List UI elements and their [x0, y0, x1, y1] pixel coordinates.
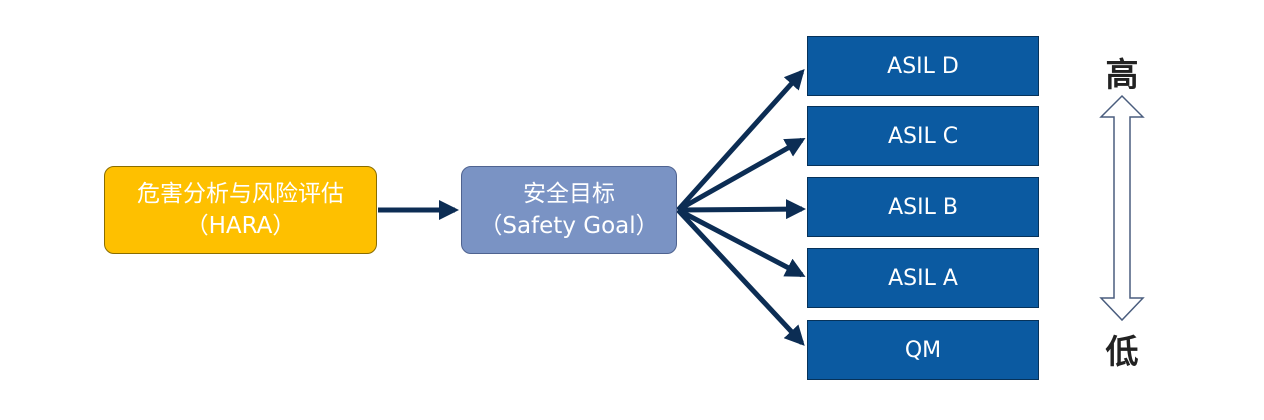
double-headed-vertical-arrow-icon	[1099, 94, 1145, 322]
level-box-asil-a: ASIL A	[807, 248, 1039, 308]
level-label: ASIL B	[888, 194, 958, 220]
level-box-asil-d: ASIL D	[807, 36, 1039, 96]
level-label: QM	[904, 337, 942, 363]
hara-node: 危害分析与风险评估 （HARA）	[104, 166, 377, 254]
level-box-qm: QM	[807, 320, 1039, 380]
level-box-asil-c: ASIL C	[807, 106, 1039, 166]
level-label: ASIL A	[888, 265, 958, 291]
arrow-goal-to-asil-a	[676, 207, 806, 278]
safety-goal-node-title: 安全目标	[523, 181, 615, 207]
arrow-goal-to-qm	[676, 208, 805, 346]
hara-node-subtitle: （HARA）	[185, 213, 296, 239]
level-box-asil-b: ASIL B	[807, 177, 1039, 237]
safety-goal-node-subtitle: （Safety Goal）	[479, 213, 659, 239]
hara-node-title: 危害分析与风险评估	[137, 181, 344, 207]
arrow-goal-to-asil-d	[676, 69, 805, 212]
scale-high-label: 高	[1105, 55, 1139, 94]
level-label: ASIL D	[887, 53, 959, 79]
arrow-goal-to-asil-b	[677, 199, 806, 220]
safety-goal-node: 安全目标 （Safety Goal）	[461, 166, 677, 254]
scale-low-label: 低	[1105, 332, 1139, 371]
level-label: ASIL C	[887, 123, 959, 149]
arrow-goal-to-asil-c	[676, 137, 806, 213]
